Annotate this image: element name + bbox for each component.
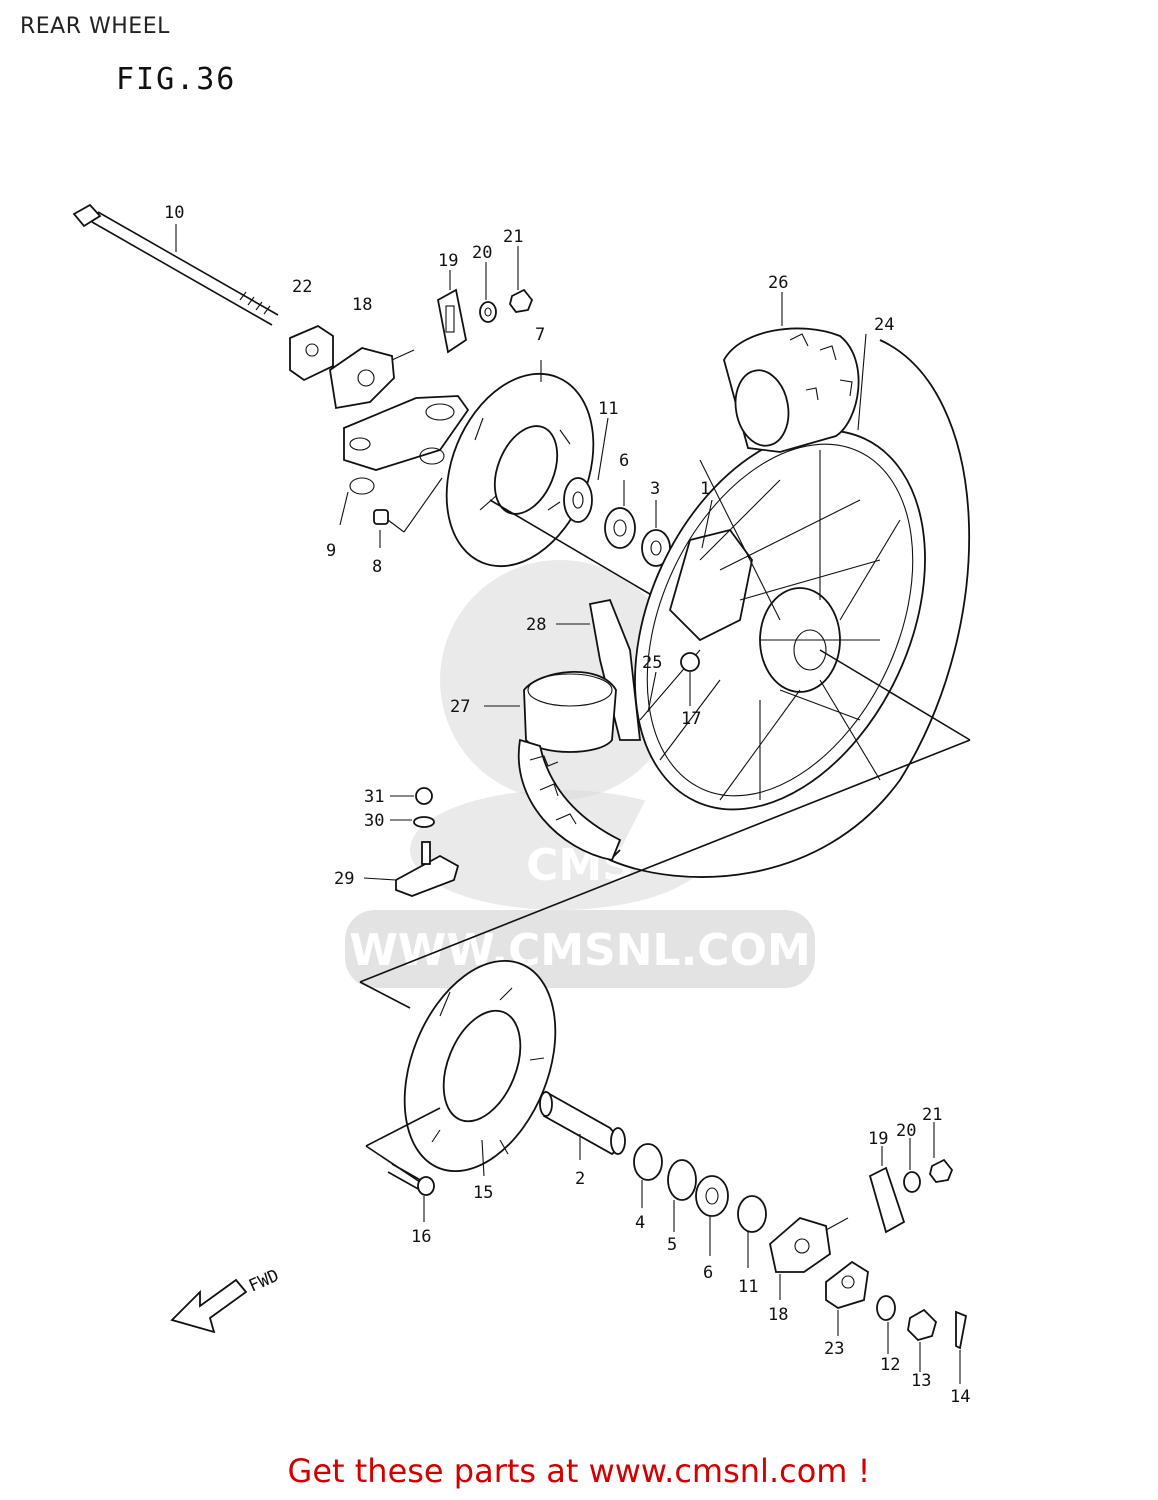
- sprocket-part: [365, 959, 557, 1183]
- lower-right-parts: [769, 1122, 968, 1384]
- callout-20-bottom: 20: [896, 1121, 916, 1141]
- callout-6-bottom: 6: [703, 1263, 713, 1283]
- callout-21-bottom: 21: [922, 1105, 942, 1125]
- callout-7: 7: [535, 325, 545, 345]
- callout-13: 13: [911, 1371, 931, 1391]
- callout-24: 24: [874, 315, 894, 335]
- callout-3: 3: [650, 479, 660, 499]
- callout-labels: 1 2 3 4 5 6 6 7 8 9 10 11 11 12 13 14 15…: [164, 203, 970, 1407]
- callout-27: 27: [450, 697, 470, 717]
- callout-9: 9: [326, 541, 336, 561]
- callout-17: 17: [681, 709, 701, 729]
- fwd-arrow-icon: FWD: [170, 1266, 282, 1334]
- callout-10: 10: [164, 203, 184, 223]
- callout-12: 12: [880, 1355, 900, 1375]
- callout-29: 29: [334, 869, 354, 889]
- sprocket-bolt-part: [387, 1163, 435, 1222]
- callout-21-top: 21: [503, 227, 523, 247]
- callout-11-top: 11: [598, 399, 618, 419]
- callout-1: 1: [700, 479, 710, 499]
- callout-30: 30: [364, 811, 384, 831]
- callout-20-top: 20: [472, 243, 492, 263]
- wheel-assembly: [359, 333, 971, 1009]
- callout-2: 2: [575, 1169, 585, 1189]
- brake-caliper-group: [289, 324, 470, 548]
- callout-22: 22: [292, 277, 312, 297]
- hub-bearings-top: [489, 417, 671, 601]
- hub-damper-part: [723, 292, 860, 453]
- pad-bolt-group-top: [436, 246, 534, 354]
- tube-rimband-parts: [484, 598, 700, 862]
- callout-6-top: 6: [619, 451, 629, 471]
- fwd-label: FWD: [246, 1266, 282, 1297]
- brake-disc-part: [445, 360, 595, 568]
- callout-11-bottom: 11: [738, 1277, 758, 1297]
- callout-14: 14: [950, 1387, 970, 1407]
- callout-8: 8: [372, 557, 382, 577]
- page-title: REAR WHEEL: [20, 14, 170, 39]
- callout-26: 26: [768, 273, 788, 293]
- callout-4: 4: [635, 1213, 645, 1233]
- callout-25: 25: [642, 653, 662, 673]
- valve-parts: [363, 787, 460, 897]
- watermark-site: WWW.CMSNL.COM: [349, 925, 811, 976]
- callout-19-top: 19: [438, 251, 458, 271]
- callout-15: 15: [473, 1183, 493, 1203]
- callout-23: 23: [824, 1339, 844, 1359]
- callout-5: 5: [667, 1235, 677, 1255]
- axle-part: [72, 203, 279, 326]
- figure-label: FIG.36: [116, 62, 237, 97]
- callout-31: 31: [364, 787, 384, 807]
- callout-18-bottom: 18: [768, 1305, 788, 1325]
- hub-bearings-bottom: [539, 1090, 767, 1268]
- callout-28: 28: [526, 615, 546, 635]
- callout-18-top: 18: [352, 295, 372, 315]
- callout-16: 16: [411, 1227, 431, 1247]
- callout-19-bottom: 19: [868, 1129, 888, 1149]
- footer-promo-text: Get these parts at www.cmsnl.com !: [287, 1452, 871, 1490]
